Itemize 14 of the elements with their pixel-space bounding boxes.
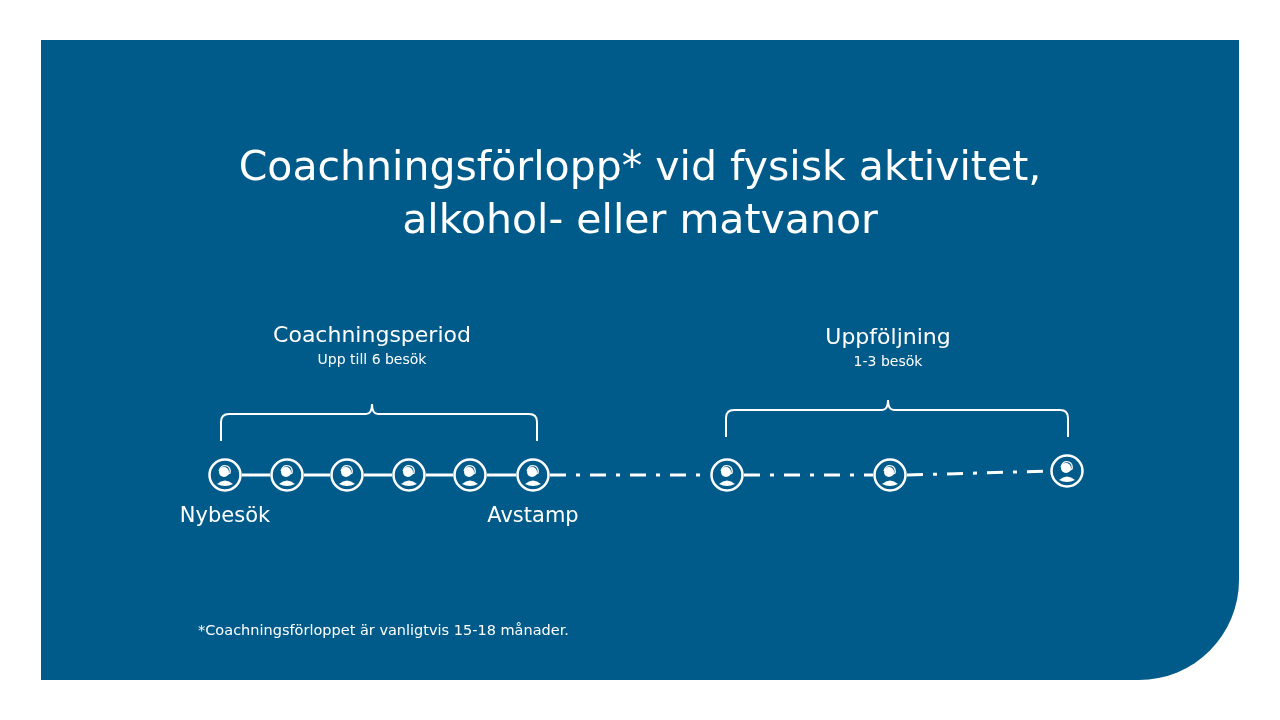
connector-line [487,473,516,477]
section-heading: Uppföljning [825,324,951,349]
connector-line [364,473,392,477]
connector-line [304,473,330,477]
connector-line [242,473,270,477]
connector-line [426,473,453,477]
connector-line [744,473,873,477]
section-heading: Coachningsperiod [273,322,471,347]
section-subheading: 1-3 besök [853,353,923,369]
footnote: *Coachningsförloppet är vanligtvis 15-18 månader. [198,622,569,638]
section-subheading: Upp till 6 besök [317,351,427,367]
title: Coachningsförlopp* vid fysisk aktivitet, alkohol- eller matvanor [237,141,1043,245]
node-caption: Avstamp [487,503,579,527]
node-caption: Nybesök [179,503,271,527]
